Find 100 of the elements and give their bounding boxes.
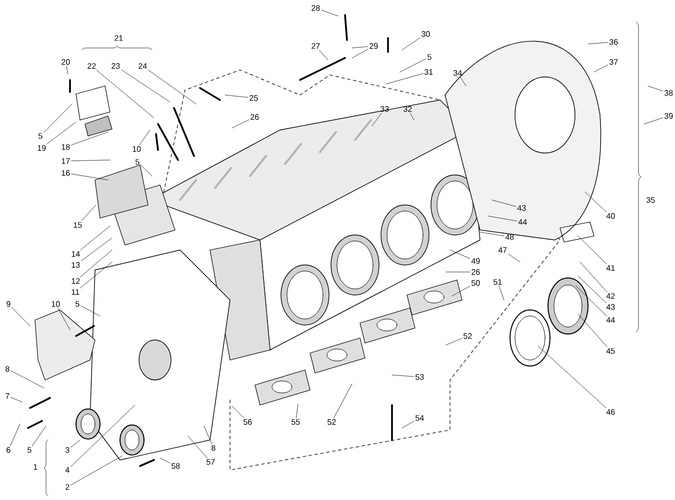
leader-line (58, 308, 70, 330)
callout-number: 40 (606, 213, 615, 219)
callout-number: 31 (424, 69, 433, 75)
callout-number: 53 (416, 374, 424, 380)
callout-number: 43 (606, 304, 615, 310)
callout-number: 5 (136, 159, 140, 165)
leader-line (44, 104, 72, 133)
leader-line (70, 404, 136, 467)
leader-line (400, 58, 426, 72)
callout-number: 11 (72, 289, 80, 295)
leader-line (318, 50, 328, 60)
leader-line (80, 238, 112, 262)
leader-line (71, 132, 108, 146)
leader-line (578, 314, 608, 348)
callout-number: 49 (471, 258, 480, 264)
leader-line (188, 436, 208, 458)
callout-number: 8 (212, 445, 216, 451)
leader-line (538, 346, 606, 408)
callout-number: 10 (52, 301, 60, 307)
callout-number: 9 (6, 301, 10, 307)
leader-line (446, 338, 462, 346)
callout-number: 26 (250, 114, 259, 120)
callout-number: 10 (132, 146, 141, 152)
callout-number: 32 (404, 106, 412, 112)
leader-line (66, 66, 68, 74)
callout-number: 44 (606, 317, 615, 323)
callout-number: 26 (472, 269, 480, 275)
callout-number: 14 (72, 251, 80, 257)
leader-line (352, 48, 368, 58)
callout-number: 55 (292, 419, 300, 425)
leader-line (584, 192, 607, 212)
callout-number: 57 (206, 459, 215, 465)
leader-line (232, 406, 244, 418)
callout-number: 22 (88, 63, 96, 69)
leader-line (296, 404, 298, 418)
callout-number: 52 (328, 419, 336, 425)
leader-line (140, 165, 152, 176)
callout-number: 5 (428, 54, 432, 60)
leader-line (578, 276, 607, 304)
callout-number: 47 (498, 247, 507, 253)
callout-number: 48 (505, 234, 514, 240)
leader-line (372, 112, 382, 126)
leader-line (96, 70, 154, 118)
callout-number: 5 (28, 447, 32, 453)
leader-line (321, 10, 338, 16)
leader-line (71, 174, 108, 180)
callout-number: 12 (72, 278, 80, 284)
callout-number: 38 (664, 90, 673, 96)
callout-number: 7 (6, 393, 10, 399)
callout-number: 30 (422, 31, 430, 37)
leader-line (576, 286, 607, 316)
callout-number: 19 (38, 145, 46, 151)
callout-number: 34 (454, 70, 462, 76)
leader-line (32, 426, 46, 446)
leader-line (508, 254, 520, 262)
leader-line (160, 458, 170, 464)
callout-number: 39 (664, 113, 673, 119)
leader-line (70, 456, 122, 486)
callout-number: 24 (138, 63, 147, 69)
leader-line (80, 250, 112, 278)
leader-line (402, 420, 414, 428)
leader-line (492, 200, 516, 207)
leader-line (488, 216, 518, 222)
leader-line (644, 118, 664, 124)
callout-number: 45 (606, 348, 615, 354)
callout-number: 42 (606, 293, 615, 299)
leader-line (452, 286, 470, 296)
callout-number: 16 (62, 170, 70, 176)
leader-line (71, 160, 110, 162)
leader-line (392, 374, 414, 377)
callout-number: 51 (494, 279, 502, 285)
leader-line (10, 397, 22, 402)
leader-line (46, 122, 76, 144)
callout-number: 54 (416, 415, 424, 421)
leader-line (204, 426, 212, 444)
leader-line (594, 64, 608, 72)
callout-number: 5 (76, 301, 80, 307)
leader-line (139, 130, 150, 146)
callout-number: 25 (250, 95, 258, 101)
callout-number: 52 (464, 333, 472, 339)
callout-number: 2 (66, 484, 70, 490)
callout-number: 28 (312, 5, 320, 11)
leader-line (498, 286, 504, 300)
callout-number: 8 (6, 366, 10, 372)
callout-number: 13 (72, 262, 80, 268)
leader-line (121, 70, 170, 102)
callout-number: 36 (610, 39, 618, 45)
callout-number: 3 (66, 447, 70, 453)
leader-line (410, 112, 414, 120)
callout-number: 21 (114, 35, 123, 41)
callout-number: 35 (646, 197, 655, 203)
callout-number: 56 (244, 419, 252, 425)
callout-number: 46 (606, 409, 615, 415)
leader-line (81, 204, 96, 222)
callout-number: 15 (74, 222, 82, 228)
leader-line (232, 120, 250, 128)
leader-line (224, 94, 248, 98)
callout-number: 50 (472, 280, 480, 286)
callout-number: 44 (518, 219, 527, 225)
leader-line (80, 226, 110, 250)
